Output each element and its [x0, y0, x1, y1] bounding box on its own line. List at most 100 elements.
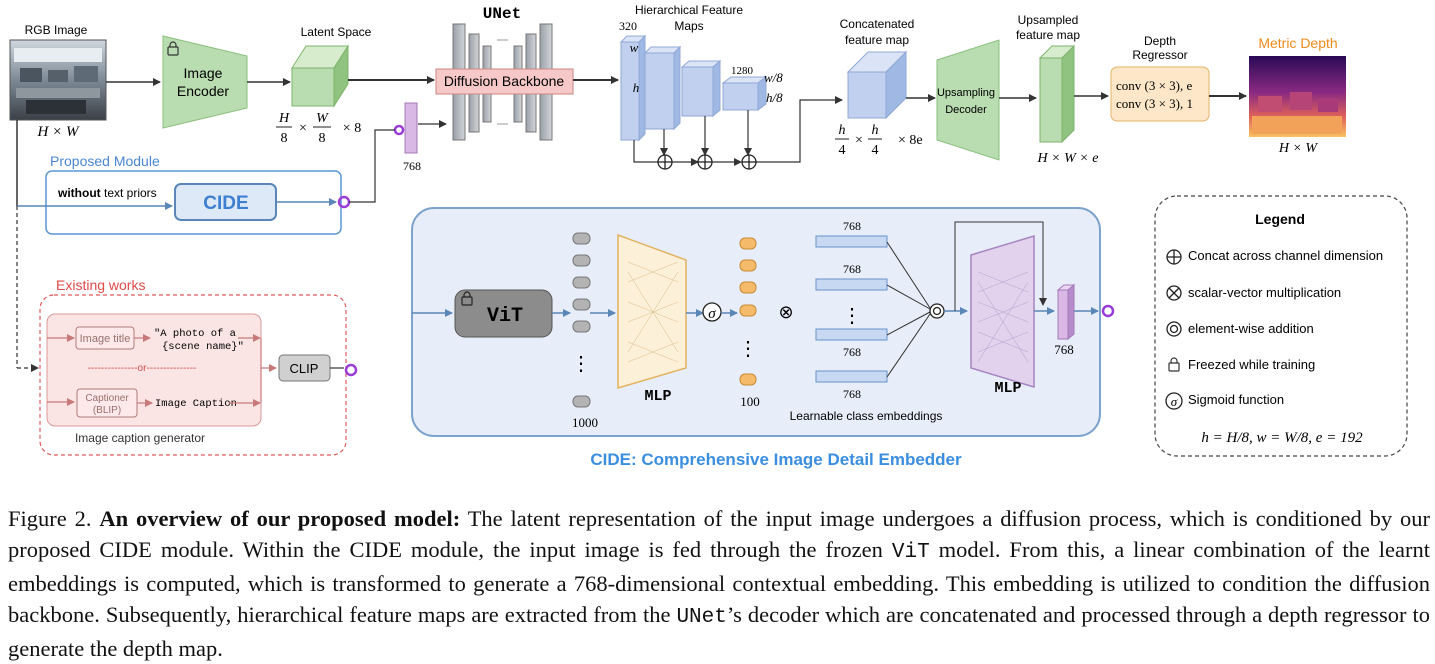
svg-text:4: 4 [872, 143, 879, 158]
diffusion-backbone-box [435, 68, 574, 95]
output-dim: 768 [1054, 342, 1074, 357]
output-embedding-bar [1056, 283, 1076, 341]
upsampling-decoder [936, 39, 1000, 161]
hfm-label-1: Hierarchical Feature [635, 3, 743, 17]
hfm-label-2: Maps [674, 19, 703, 33]
emb-dim-2: 768 [843, 262, 861, 276]
concat-feature-map [846, 50, 908, 120]
svg-text:H: H [278, 111, 290, 126]
caption-unet: UNet [676, 606, 727, 629]
text-priors-label: without text priors [57, 186, 157, 200]
concat-dim: h 4 × h 4 × 8e [835, 123, 923, 158]
learnable-embeddings-label: Learnable class embeddings [790, 409, 943, 423]
svg-text:8: 8 [281, 131, 288, 146]
cide-label: CIDE [203, 193, 248, 214]
hfm-320: 320 [619, 19, 637, 33]
updec-label-2: Decoder [945, 104, 987, 116]
legend-scalar-mult-icon [1166, 285, 1182, 301]
concat-label-2: feature map [845, 33, 909, 47]
cide-detail-title: CIDE: Comprehensive Image Detail Embedde… [590, 450, 962, 469]
regressor-label-1: Depth [1144, 34, 1176, 48]
mlp-1 [617, 233, 687, 390]
image-encoder [162, 35, 248, 129]
hfm-w: w [630, 40, 639, 55]
prompt-line-1: "A photo of a [154, 328, 236, 340]
emb-ellipsis: ⋮ [842, 305, 862, 327]
prompt-line-2: {scene name}" [162, 341, 244, 353]
legend-concat-icon [1166, 249, 1182, 265]
caption-body-3: ’s decoder which are concatenated and pr… [8, 602, 1431, 661]
caption-vit: ViT [891, 541, 930, 564]
concat-label-1: Concatenated [840, 17, 915, 31]
proposed-module-title: Proposed Module [50, 153, 160, 169]
vit-label: ViT [487, 305, 523, 328]
or-divider: ---------------or--------------- [88, 363, 197, 374]
mlp-1-label: MLP [644, 388, 671, 405]
probabilities-column [739, 237, 757, 386]
embedding-bar [404, 102, 418, 154]
caption-generator-label: Image caption generator [75, 431, 205, 445]
captioner-label-1: Captioner [85, 393, 129, 404]
cide-detail-output-port [1101, 304, 1115, 318]
conv-2: conv (3 × 3), 1 [1116, 96, 1193, 111]
clip-label: CLIP [290, 361, 319, 376]
hfm-1280: 1280 [731, 65, 754, 77]
hfm-w8: w/8 [764, 70, 783, 85]
rgb-image [9, 39, 107, 121]
emb-dim-4: 768 [843, 387, 861, 401]
upfm-label-1: Upsampled [1018, 13, 1079, 27]
existing-works-title: Existing works [56, 277, 145, 293]
hfm-block-1 [619, 34, 647, 142]
class-embeddings [815, 235, 888, 383]
sigmoid-symbol: σ [708, 306, 716, 322]
legend-box [1154, 195, 1408, 457]
encoder-label-2: Encoder [177, 83, 229, 99]
svg-text:× 8e: × 8e [898, 133, 923, 148]
emb-dim-1: 768 [843, 219, 861, 233]
metric-depth-label: Metric Depth [1258, 35, 1337, 51]
legend-formula: h = H/8, w = W/8, e = 192 [1201, 430, 1363, 446]
svg-text:×: × [299, 121, 307, 136]
legend-title: Legend [1255, 211, 1305, 227]
hfm-block-3 [680, 59, 722, 118]
vit-lock-icon [461, 291, 473, 306]
sigmoid-icon [702, 302, 722, 322]
latent-space-cube [291, 44, 349, 108]
upfm-dim: H × W × e [1037, 151, 1099, 166]
concat-op-icons [657, 154, 757, 170]
legend-elementwise-add-icon [1166, 321, 1182, 337]
svg-text:×: × [855, 133, 863, 148]
latent-space-label: Latent Space [301, 25, 372, 39]
lock-icon [167, 41, 179, 56]
mlp-2 [970, 234, 1035, 389]
hfm-block-4 [721, 76, 768, 111]
svg-text:4: 4 [839, 143, 846, 158]
logits-count: 1000 [572, 415, 598, 430]
clip-output-port [344, 363, 358, 377]
hfm-h8: h/8 [766, 90, 783, 105]
unet-label: UNet [483, 5, 521, 23]
image-title-label: Image title [80, 333, 131, 345]
svg-text:h: h [839, 123, 846, 138]
probabilities-count: 100 [740, 394, 760, 409]
embedding-port [393, 124, 405, 136]
concat-chain [633, 96, 843, 166]
metric-depth-dim: H × W [1278, 141, 1319, 156]
existing-works-box [39, 294, 347, 456]
caption-prefix: Figure 2. [8, 506, 92, 531]
figure-caption: Figure 2. An overview of our proposed mo… [8, 503, 1430, 664]
legend-item-4: Freezed while training [1188, 357, 1315, 372]
upfm-label-2: feature map [1016, 28, 1080, 42]
legend-item-5: Sigmoid function [1188, 392, 1284, 407]
probabilities-ellipsis: ⋮ [738, 338, 758, 360]
legend-item-2: scalar-vector multiplication [1188, 285, 1341, 300]
caption-body-2: model. From this, a linear combination o… [8, 537, 1431, 627]
metric-depth-map [1249, 56, 1346, 137]
caption-lead: An overview of our proposed model: [99, 506, 461, 531]
caption-body-1: The latent representation of the input i… [8, 506, 1430, 562]
hfm-h: h [633, 80, 640, 95]
image-caption-text: Image Caption [155, 398, 237, 410]
hfm-block-2 [643, 45, 682, 131]
updec-label-1: Upsampling [937, 87, 995, 99]
svg-text:8: 8 [319, 131, 326, 146]
